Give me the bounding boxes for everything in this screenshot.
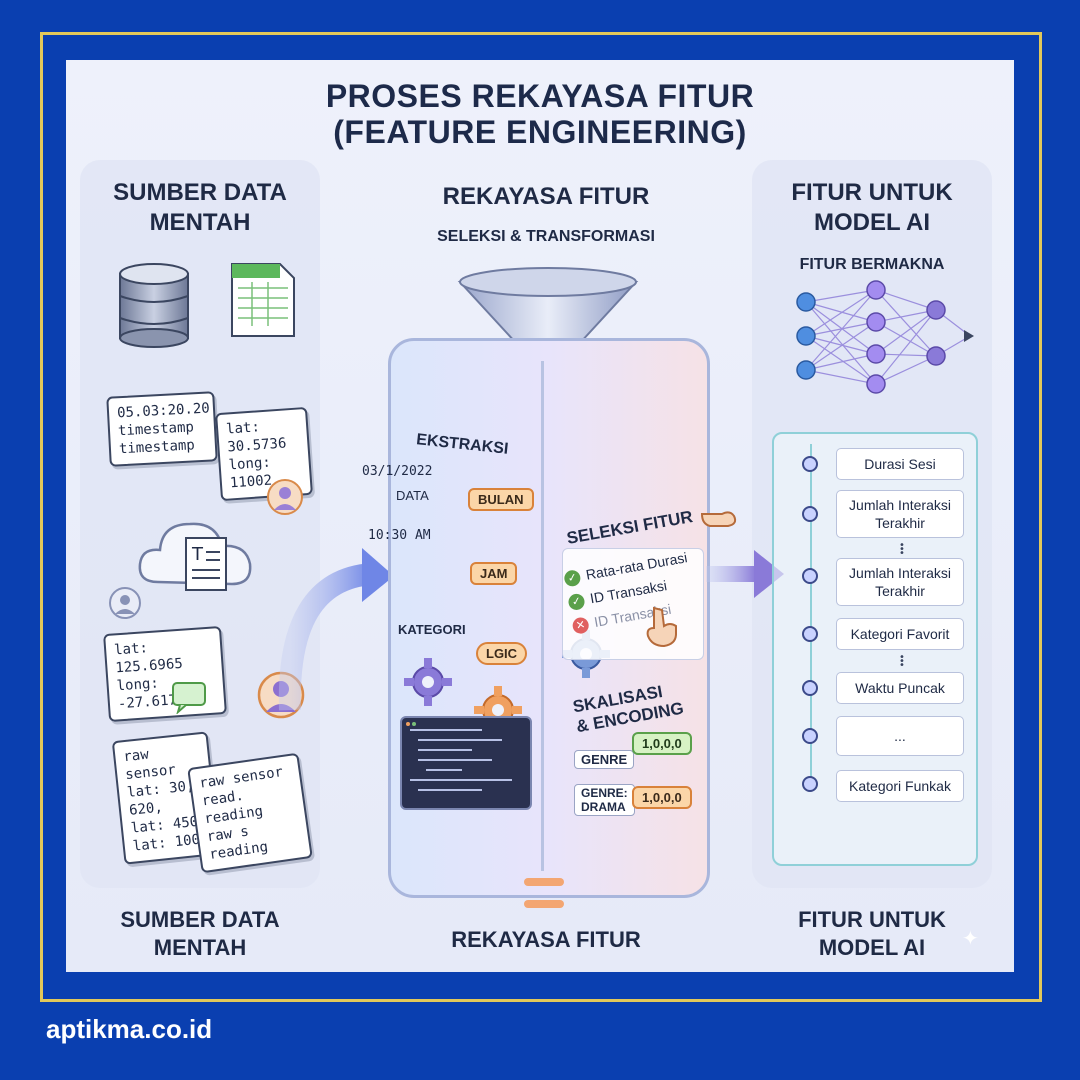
feature-item: Jumlah Interaksi Terakhir <box>836 558 964 606</box>
feature-item-label-2: Terakhir <box>875 515 925 531</box>
feature-selection-panel <box>562 548 704 660</box>
feature-item-label: Kategori Funkak <box>849 778 951 794</box>
feature-node <box>802 776 818 792</box>
infographic-canvas: PROSES REKAYASA FITUR (FEATURE ENGINEERI… <box>66 60 1014 972</box>
genre-drama-label: GENRE: DRAMA <box>574 784 635 816</box>
right-title-line1: FITUR UNTUK <box>791 179 953 206</box>
hand-pointer-icon <box>700 511 737 527</box>
outer-frame <box>40 32 1042 1002</box>
input-arrow-icon <box>278 548 394 711</box>
raw-sensor-card-2: raw sensor read. reading raw s reading <box>187 752 313 874</box>
feature-item: Kategori Funkak <box>836 770 964 802</box>
genre-encoding-box: 1,0,0,0 <box>632 732 692 755</box>
bulan-box: BULAN <box>468 488 534 511</box>
jam-box: JAM <box>470 562 518 585</box>
logic-box: LGIC <box>476 642 528 665</box>
left-bottom-line1: SUMBER DATA <box>120 907 280 932</box>
left-bottom-title: SUMBER DATA MENTAH <box>80 906 320 962</box>
chat-bubble-icon <box>172 682 206 714</box>
time-value: 10:30 AM <box>368 528 431 543</box>
center-subtitle: SELEKSI & TRANSFORMASI <box>437 228 655 245</box>
feature-node <box>802 626 818 642</box>
right-title-line2: MODEL AI <box>813 209 930 236</box>
tower-light <box>524 878 564 886</box>
left-panel-title: SUMBER DATA MENTAH <box>80 178 320 238</box>
feature-item-label: Kategori Favorit <box>850 626 950 642</box>
left-bottom-line2: MENTAH <box>153 935 247 960</box>
tower-divider <box>541 361 544 871</box>
genre-drama-line2: DRAMA <box>581 800 626 814</box>
center-title: REKAYASA FITUR <box>442 183 650 210</box>
feature-item-label: Waktu Puncak <box>855 680 945 696</box>
feature-item-label: Jumlah Interaksi <box>849 565 951 581</box>
feature-node <box>802 568 818 584</box>
feature-item: Durasi Sesi <box>836 448 964 480</box>
output-arrow-icon <box>706 550 784 598</box>
gear-icon <box>404 658 452 706</box>
ellipsis-icon: ••• <box>899 652 905 671</box>
genre-label: GENRE <box>574 750 635 769</box>
ellipsis-icon: ••• <box>899 540 905 559</box>
feature-item: Waktu Puncak <box>836 672 964 704</box>
neural-network-icon <box>796 280 974 394</box>
tower-light <box>524 900 564 908</box>
feature-item-label-2: Terakhir <box>875 583 925 599</box>
right-bottom-title: FITUR UNTUK MODEL AI <box>752 906 992 962</box>
cross-icon: ✕ <box>571 616 590 635</box>
database-icon <box>119 263 189 348</box>
check-icon: ✓ <box>563 569 582 588</box>
card1-line3: timestamp <box>118 437 196 458</box>
svg-text:T: T <box>191 544 204 565</box>
card2-line1: lat: 30.5736 <box>225 419 287 456</box>
cloud-document-icon: T <box>138 522 252 591</box>
data-label: DATA <box>396 488 429 503</box>
hand-pointer-icon <box>646 606 677 648</box>
feature-item: Kategori Favorit <box>836 618 964 650</box>
code-screen <box>400 716 532 810</box>
feature-node <box>802 728 818 744</box>
feature-list-connector <box>810 444 812 784</box>
kategori-label: KATEGORI <box>398 622 466 637</box>
sparkle-icon: ✦ <box>962 926 979 950</box>
feature-item: Jumlah Interaksi Terakhir <box>836 490 964 538</box>
feature-item: ... <box>836 716 964 756</box>
feature-node <box>802 680 818 696</box>
feature-item-label: Durasi Sesi <box>864 456 936 472</box>
feature-item-label: ... <box>894 728 906 744</box>
right-subtitle: FITUR BERMAKNA <box>799 256 945 273</box>
user-avatar-icon <box>267 479 303 515</box>
genre-drama-encoding-box: 1,0,0,0 <box>632 786 692 809</box>
main-title-line2: (FEATURE ENGINEERING) <box>333 114 747 150</box>
main-title-line1: PROSES REKAYASA FITUR <box>325 78 755 114</box>
check-icon: ✓ <box>567 592 586 612</box>
feature-node <box>802 506 818 522</box>
feature-node <box>802 456 818 472</box>
spreadsheet-icon <box>231 263 295 337</box>
right-bottom-line1: FITUR UNTUK <box>798 907 946 932</box>
center-bottom-title: REKAYASA FITUR <box>451 927 641 952</box>
date-value: 03/1/2022 <box>362 464 433 479</box>
site-watermark[interactable]: aptikma.co.id <box>46 1014 213 1044</box>
right-bottom-line2: MODEL AI <box>818 935 926 960</box>
timestamp-card: 05.03:20.20 timestamp timestamp <box>106 391 218 467</box>
genre-drama-line1: GENRE: <box>581 786 628 800</box>
left-title-line1: SUMBER DATA <box>113 179 287 206</box>
left-title-line2: MENTAH <box>149 209 251 236</box>
user-avatar-icon <box>109 587 141 619</box>
code-lines-icon <box>406 722 512 791</box>
right-panel-title: FITUR UNTUK MODEL AI <box>752 178 992 238</box>
feature-item-label: Jumlah Interaksi <box>849 497 951 513</box>
